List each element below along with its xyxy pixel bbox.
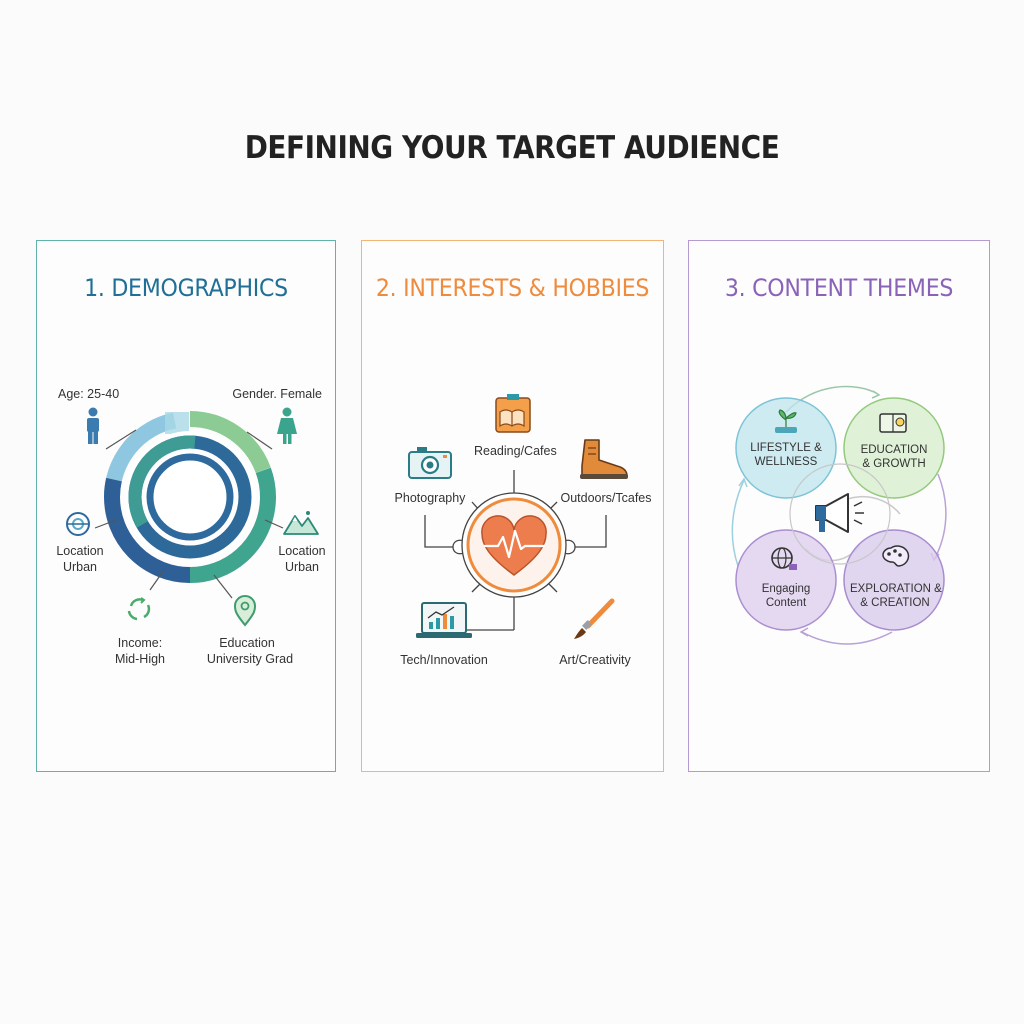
heart-pulse-icon — [461, 492, 567, 598]
reading-label: Reading/Cafes — [474, 444, 557, 458]
plant-icon — [775, 409, 797, 433]
photography-label: Photography — [394, 491, 466, 505]
interests-connectors — [424, 470, 607, 631]
exploration-label-line2: & CREATION — [860, 597, 930, 609]
person-female-icon — [277, 407, 297, 444]
income-label-line2: Mid-High — [114, 652, 165, 666]
mountain-icon — [283, 511, 319, 535]
exploration-circle — [843, 529, 945, 631]
map-pin-icon — [233, 595, 257, 627]
interests-title: 2. INTERESTS & HOBBIES — [375, 274, 650, 302]
laptop-chart-icon — [416, 602, 472, 638]
recycle-icon — [127, 597, 151, 621]
lifestyle-label-line2: WELLNESS — [754, 456, 818, 468]
paintbrush-icon — [574, 598, 615, 639]
content-themes-title: 3. CONTENT THEMES — [724, 274, 954, 302]
globe-icon — [66, 512, 90, 536]
globe-network-icon — [771, 547, 797, 570]
book-icon — [495, 394, 531, 433]
megaphone-icon — [815, 493, 864, 533]
education-theme-label-line2: & GROWTH — [862, 458, 926, 470]
engaging-label-line1: Engaging — [761, 583, 811, 595]
education-label-line2: University Grad — [206, 652, 294, 666]
age-label: Age: 25-40 — [58, 387, 120, 401]
page-title: DEFINING YOUR TARGET AUDIENCE — [244, 130, 780, 166]
lifestyle-label-line1: LIFESTYLE & — [750, 442, 822, 454]
hiking-boot-icon — [580, 439, 628, 479]
person-male-icon — [87, 407, 99, 444]
income-label-line1: Income: — [117, 636, 163, 650]
location-right-label-line1: Location — [278, 544, 326, 558]
demographics-donut — [104, 411, 276, 583]
art-label: Art/Creativity — [559, 653, 631, 667]
location-left-label-line1: Location — [56, 544, 104, 558]
education-theme-label-line1: EDUCATION — [860, 444, 928, 456]
location-left-label-line2: Urban — [62, 560, 98, 574]
exploration-label-line1: EXPLORATION & — [850, 583, 942, 595]
outdoors-label: Outdoors/Tcafes — [560, 491, 652, 505]
education-label-line1: Education — [219, 636, 275, 650]
palette-icon — [882, 545, 910, 567]
engaging-circle — [735, 529, 837, 631]
demographics-title: 1. DEMOGRAPHICS — [84, 274, 288, 302]
engaging-label-line2: Content — [765, 597, 807, 609]
tech-label: Tech/Innovation — [400, 653, 488, 667]
book-bulb-icon — [879, 413, 907, 433]
gender-label: Gender. Female — [232, 387, 322, 401]
location-right-label-line2: Urban — [284, 560, 320, 574]
camera-icon — [408, 447, 452, 479]
